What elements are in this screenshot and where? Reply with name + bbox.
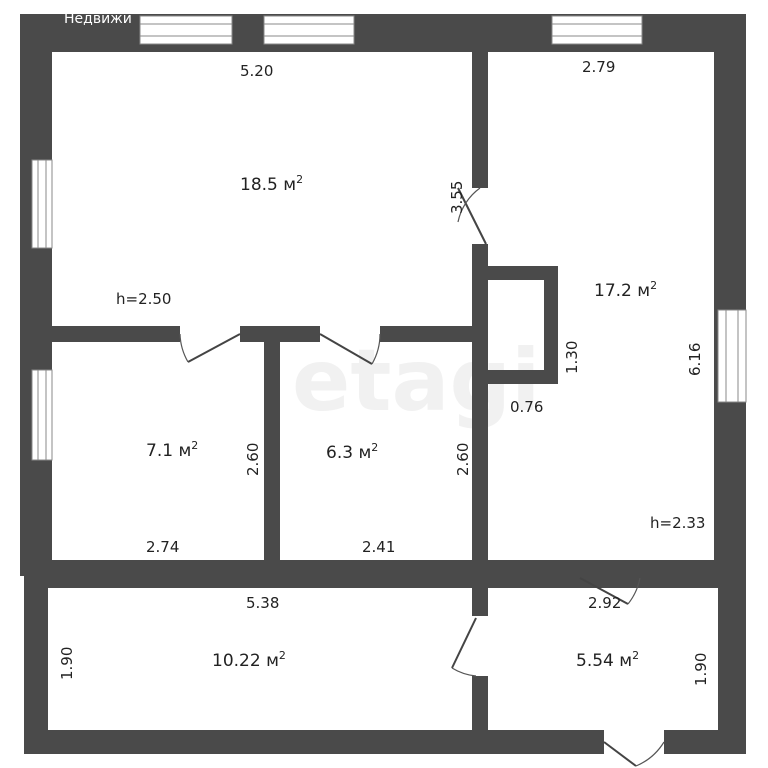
niche-dim-130: 1.30 — [563, 341, 581, 374]
room-2-depth: 6.16 — [686, 343, 704, 376]
window-top-1 — [139, 15, 233, 45]
room-6-area: 5.54 м2 — [576, 649, 639, 671]
niche-dim-076: 0.76 — [510, 398, 543, 416]
window-right-1 — [717, 309, 747, 403]
room-3-depth: 2.60 — [244, 443, 262, 476]
room-4-width: 2.41 — [362, 538, 395, 556]
window-top-2 — [263, 15, 355, 45]
room-3-width: 2.74 — [146, 538, 179, 556]
interior-walls — [40, 40, 746, 740]
room-2-area: 17.2 м2 — [594, 279, 657, 301]
room-3-area: 7.1 м2 — [146, 439, 198, 461]
door-room3 — [179, 333, 241, 363]
room-2-height: h=2.33 — [650, 514, 705, 532]
door-room1-room2 — [457, 187, 487, 245]
room-5-depth: 1.90 — [58, 647, 76, 680]
room-4-area: 6.3 м2 — [326, 441, 378, 463]
window-top-3 — [551, 15, 643, 45]
room-6-depth: 1.90 — [692, 653, 710, 686]
window-left-1 — [31, 159, 53, 249]
wall-dim-355: 3.55 — [448, 181, 466, 214]
room-2-width: 2.79 — [582, 58, 615, 76]
room-1-width: 5.20 — [240, 62, 273, 80]
window-left-2 — [31, 369, 53, 461]
brand-logo: Недвижи — [64, 11, 132, 27]
room-1-area: 18.5 м2 — [240, 173, 303, 195]
door-room6 — [579, 577, 641, 605]
room-6-width: 2.92 — [588, 594, 621, 612]
room-1-height: h=2.50 — [116, 290, 171, 308]
door-room5 — [451, 617, 477, 677]
door-room4 — [319, 333, 381, 365]
door-entrance — [603, 730, 665, 767]
room-4-depth: 2.60 — [454, 443, 472, 476]
room-5-area: 10.22 м2 — [212, 649, 286, 671]
room-5-width: 5.38 — [246, 594, 279, 612]
